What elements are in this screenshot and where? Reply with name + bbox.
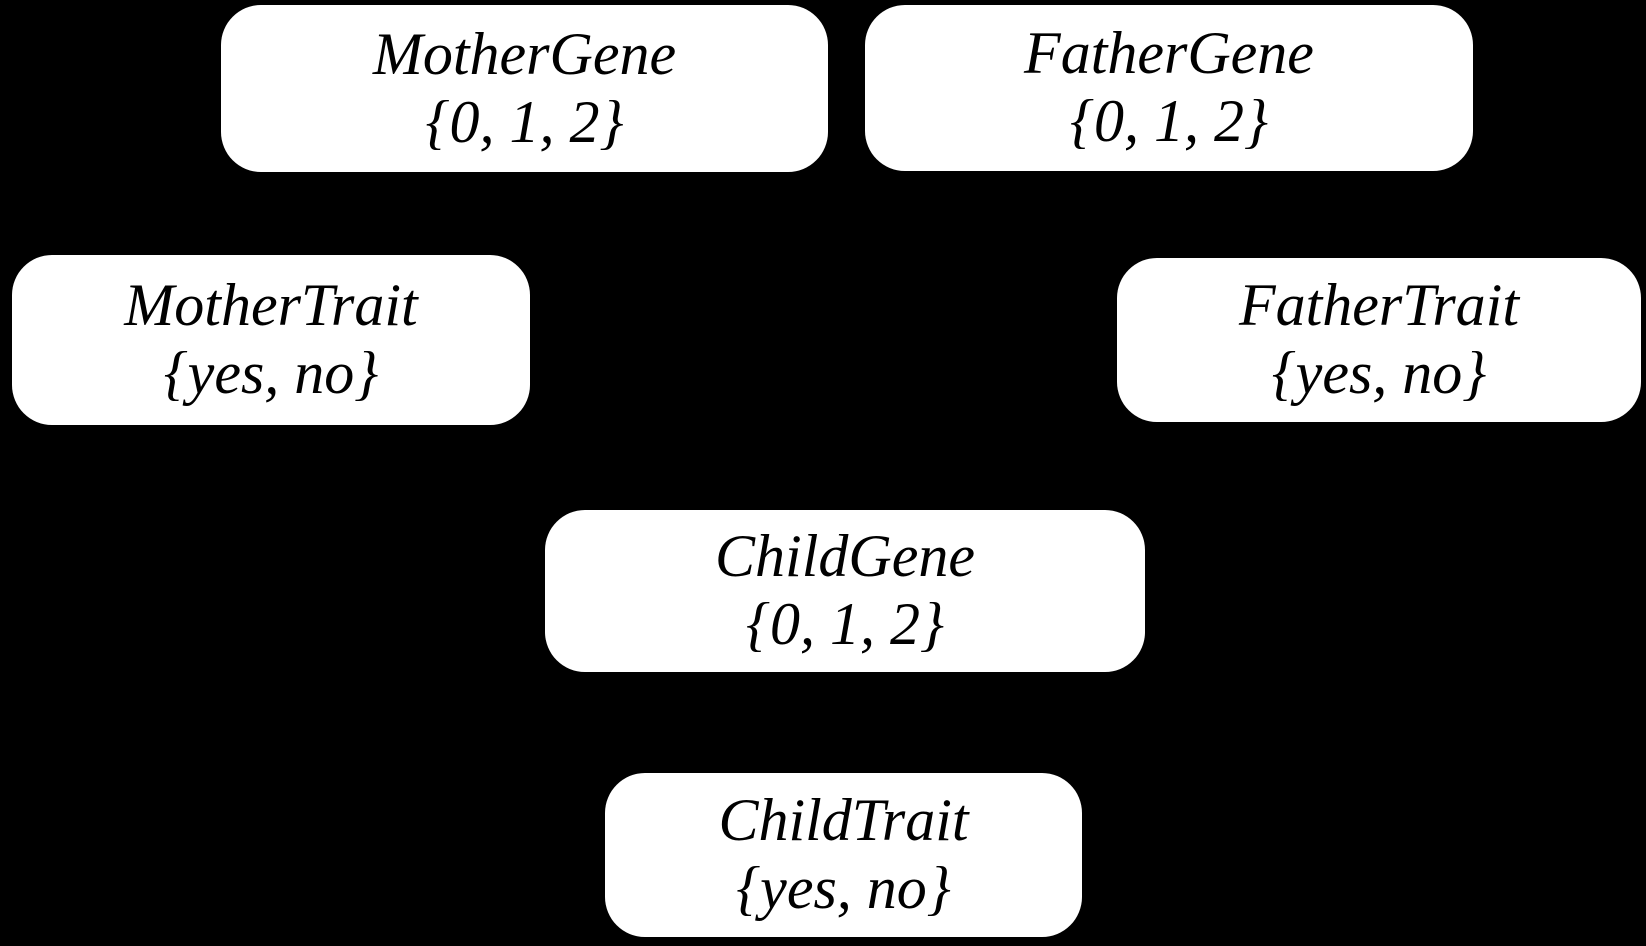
node-mother-gene: MotherGene {0, 1, 2} [221,5,828,172]
node-mother-trait-domain: {yes, no} [163,340,379,406]
node-child-gene-domain: {0, 1, 2} [746,591,944,657]
node-mother-gene-domain: {0, 1, 2} [425,88,624,155]
node-child-trait: ChildTrait {yes, no} [605,773,1082,937]
node-father-gene-label: FatherGene [1024,20,1314,87]
node-mother-trait-label: MotherTrait [124,272,418,339]
node-mother-trait: MotherTrait {yes, no} [12,255,530,425]
node-father-trait-domain: {yes, no} [1271,340,1487,406]
node-father-gene: FatherGene {0, 1, 2} [865,5,1473,171]
node-child-gene-label: ChildGene [715,523,975,590]
node-father-gene-domain: {0, 1, 2} [1070,88,1268,154]
node-mother-gene-label: MotherGene [372,20,677,87]
node-child-gene: ChildGene {0, 1, 2} [545,510,1145,672]
node-child-trait-domain: {yes, no} [736,855,951,921]
node-father-trait-label: FatherTrait [1238,272,1520,339]
node-child-trait-label: ChildTrait [718,787,969,854]
node-father-trait: FatherTrait {yes, no} [1117,258,1641,422]
